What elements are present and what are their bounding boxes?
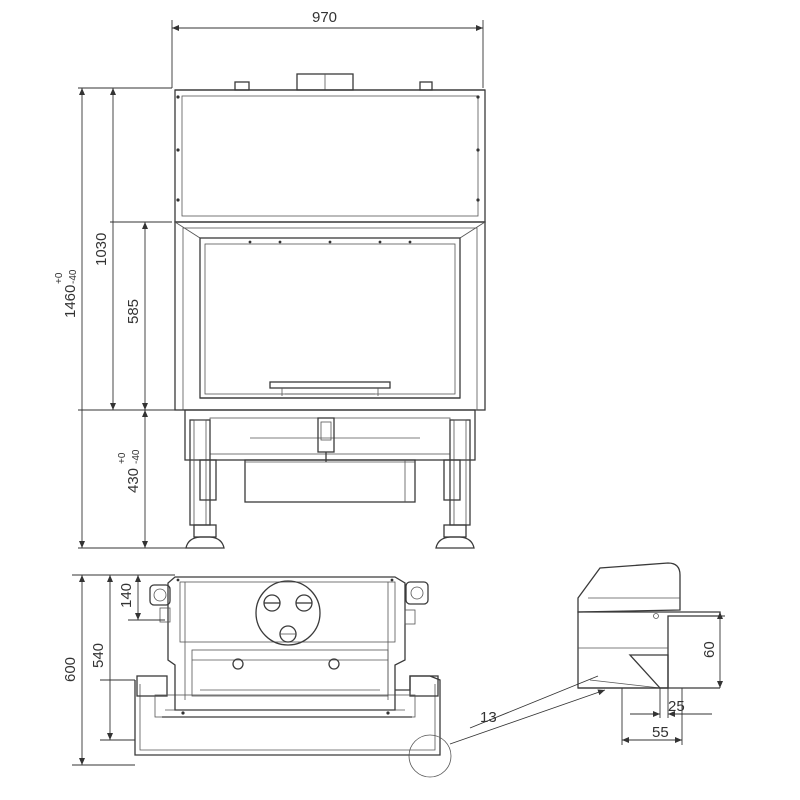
dim-430-tol-minus: -40 [131, 449, 142, 464]
dim-430-tol-plus: +0 [117, 452, 128, 464]
dim-430: 430 [125, 468, 142, 493]
dim-1460: 1460 [62, 285, 79, 318]
dim-13: 13 [480, 709, 497, 726]
dim-1030: 1030 [93, 233, 110, 266]
dim-1460-tol-minus: -40 [68, 269, 79, 284]
right-leg [435, 419, 475, 549]
dim-970: 970 [312, 9, 337, 26]
door-handle [269, 381, 391, 389]
plan-view [134, 576, 606, 778]
dim-1460-tol-plus: +0 [54, 272, 65, 284]
dim-55: 55 [652, 724, 669, 741]
dim-25: 25 [668, 698, 685, 715]
flue-outlet [255, 580, 321, 646]
air-control [317, 417, 335, 453]
dim-585: 585 [125, 299, 142, 324]
front-dimensions: 970 1460 +0 -40 1030 585 430 +0 -40 [54, 9, 484, 549]
dim-540: 540 [90, 643, 107, 668]
dim-60: 60 [701, 641, 718, 658]
detail-view: 60 25 55 13 [469, 562, 725, 745]
plan-dimensions: 600 540 140 [62, 574, 175, 766]
dim-600: 600 [62, 657, 79, 682]
glass-window [199, 237, 461, 399]
ash-drawer [244, 459, 416, 503]
upper-hood [174, 89, 486, 223]
dim-140: 140 [118, 583, 135, 608]
front-view [174, 73, 486, 549]
detail-marker-circle [408, 734, 452, 778]
left-leg [185, 419, 225, 549]
